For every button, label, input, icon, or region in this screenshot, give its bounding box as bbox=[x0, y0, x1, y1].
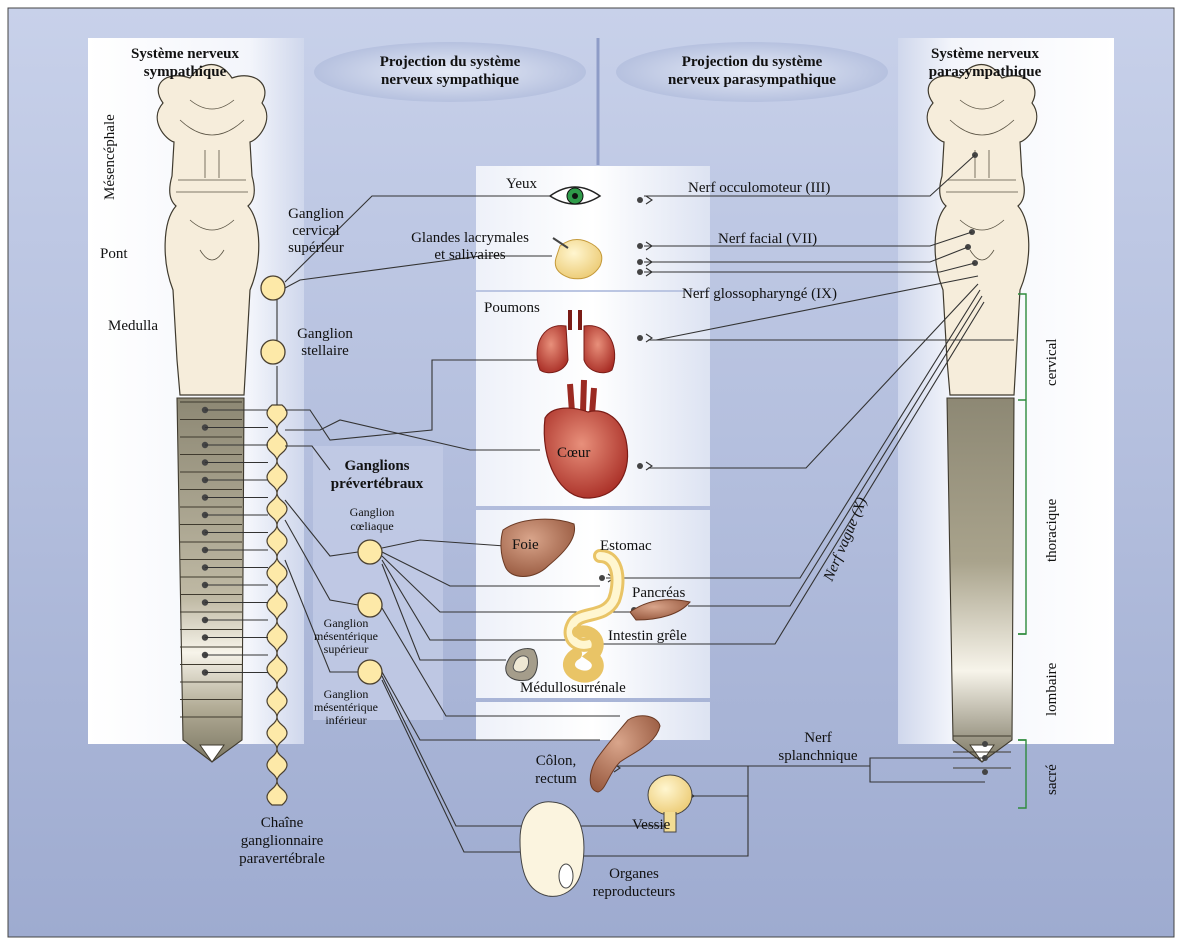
nerve-facial-label: Nerf facial (VII) bbox=[718, 231, 817, 247]
pont-label: Pont bbox=[100, 246, 128, 262]
synapse-dot bbox=[637, 197, 643, 203]
synapse-dot bbox=[637, 463, 643, 469]
organ-intestin-label: Intestin grêle bbox=[608, 628, 687, 644]
organ-medullo-label: Médullosurrénale bbox=[520, 680, 626, 696]
nerve-glosso-label: Nerf glossopharyngé (IX) bbox=[682, 286, 837, 302]
synapse-dot bbox=[637, 335, 643, 341]
organ-yeux-label: Yeux bbox=[506, 176, 537, 192]
organ-estomac-label: Estomac bbox=[600, 538, 652, 554]
region-thoracique-label: thoracique bbox=[1044, 498, 1060, 562]
region-sacre-label: sacré bbox=[1044, 764, 1060, 795]
nerve-occulomoteur-label: Nerf occulomoteur (III) bbox=[688, 180, 830, 196]
organ-vessie-label: Vessie bbox=[632, 817, 671, 833]
sacral-nucleus bbox=[982, 741, 988, 747]
ganglion-cervical-superior bbox=[261, 276, 285, 300]
ganglion-stellate bbox=[261, 340, 285, 364]
organ-pancreas-label: Pancréas bbox=[632, 585, 685, 601]
organ-foie-label: Foie bbox=[512, 537, 539, 553]
synapse-dot bbox=[637, 243, 643, 249]
ganglion-mesenteric-superior bbox=[358, 593, 382, 617]
synapse-dot bbox=[599, 575, 605, 581]
synapse-dot bbox=[637, 269, 643, 275]
sacral-nucleus bbox=[982, 769, 988, 775]
medulla-label: Medulla bbox=[108, 318, 158, 334]
region-cervical-label: cervical bbox=[1044, 339, 1060, 386]
region-lombaire-label: lombaire bbox=[1044, 662, 1060, 716]
synapse-dot bbox=[637, 259, 643, 265]
ganglion-coeliac bbox=[358, 540, 382, 564]
organ-poumons-label: Poumons bbox=[484, 300, 540, 316]
organ-coeur-label: Cœur bbox=[557, 445, 590, 461]
mesencephale-label: Mésencéphale bbox=[102, 114, 118, 200]
ganglion-mesenteric-inferior bbox=[358, 660, 382, 684]
left-spinal-cord bbox=[177, 398, 244, 762]
right-spinal-cord bbox=[947, 398, 1014, 762]
reproductive-icon bbox=[520, 802, 584, 897]
